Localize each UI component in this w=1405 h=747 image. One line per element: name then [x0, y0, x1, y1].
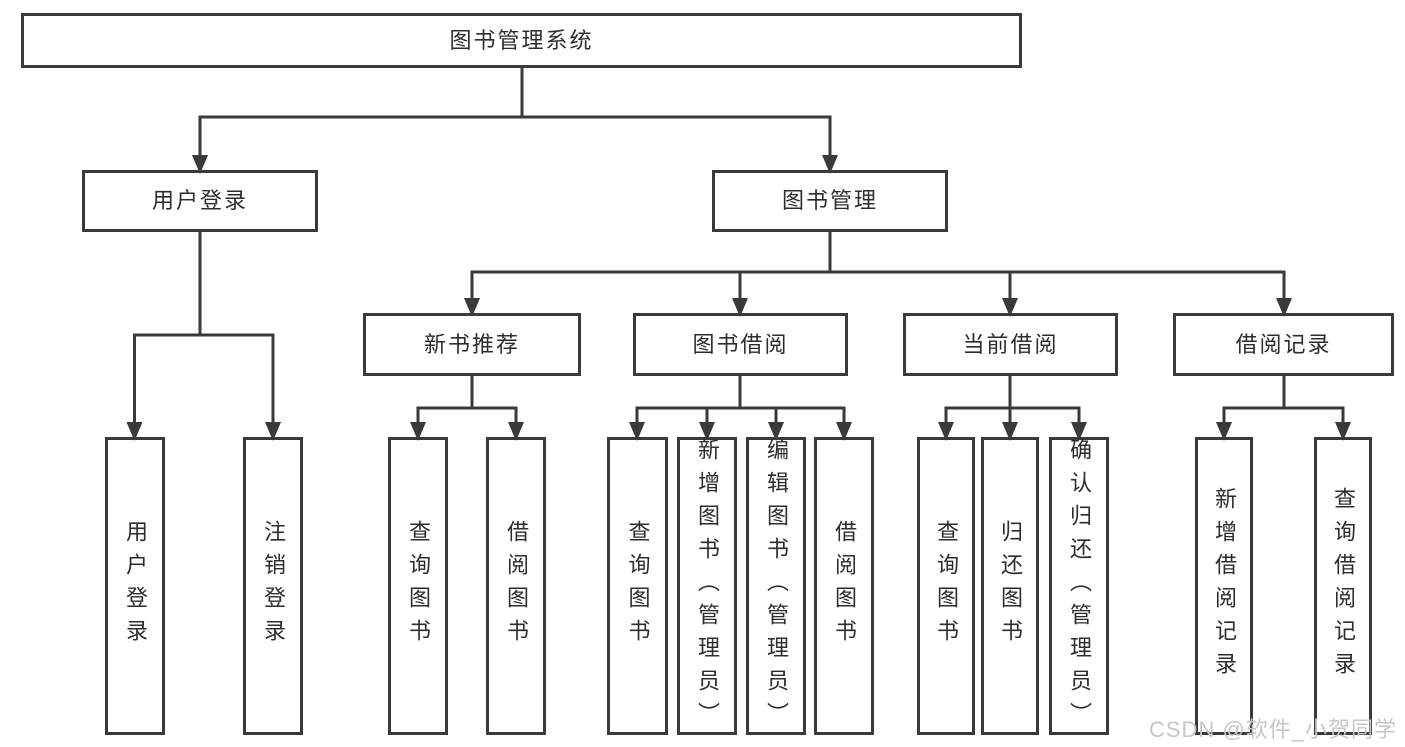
node-label: 图书管理: [781, 188, 878, 213]
leaf-borrow-books-borrowing: 借阅图书: [814, 437, 874, 735]
leaf-borrow-books-recommend: 借阅图书: [486, 437, 546, 735]
leaf-add-borrow-record: 新增借阅记录: [1195, 437, 1253, 735]
node-label: 借阅记录: [1235, 331, 1332, 357]
node-label: 查询图书: [625, 520, 651, 652]
node-borrowing-records: 借阅记录: [1173, 313, 1394, 376]
node-label: 图书借阅: [692, 331, 789, 357]
node-label: 新书推荐: [423, 331, 520, 357]
node-label: 编辑图书（管理员）: [764, 437, 789, 735]
leaf-add-books-admin: 新增图书（管理员）: [677, 437, 737, 735]
node-label: 查询借阅记录: [1331, 487, 1356, 685]
node-current-borrowing: 当前借阅: [903, 313, 1118, 376]
leaf-user-login: 用户登录: [105, 437, 165, 735]
node-label: 新增图书（管理员）: [695, 437, 720, 735]
node-new-book-recommendation: 新书推荐: [363, 313, 581, 376]
leaf-confirm-return-admin: 确认归还（管理员）: [1049, 437, 1109, 735]
leaf-query-books-current: 查询图书: [917, 437, 975, 735]
node-label: 查询图书: [934, 520, 959, 652]
node-book-borrowing: 图书借阅: [633, 313, 848, 376]
node-label: 归还图书: [998, 520, 1023, 652]
leaf-query-books-borrowing: 查询图书: [607, 437, 668, 735]
leaf-logout-login: 注销登录: [243, 437, 303, 735]
node-label: 借阅图书: [504, 520, 529, 652]
node-label: 用户登录: [123, 520, 148, 652]
node-label: 确认归还（管理员）: [1067, 437, 1092, 735]
node-label: 图书管理系统: [449, 27, 594, 53]
node-label: 借阅图书: [832, 520, 857, 652]
leaf-edit-books-admin: 编辑图书（管理员）: [746, 437, 806, 735]
node-label: 查询图书: [406, 520, 431, 652]
node-label: 用户登录: [151, 188, 248, 213]
node-book-management: 图书管理: [712, 170, 948, 232]
node-label: 当前借阅: [962, 331, 1059, 357]
leaf-query-borrow-record: 查询借阅记录: [1314, 437, 1372, 735]
node-user-login: 用户登录: [82, 170, 318, 232]
leaf-return-books: 归还图书: [981, 437, 1039, 735]
leaf-query-books-recommend: 查询图书: [388, 437, 448, 735]
node-library-management-system: 图书管理系统: [21, 13, 1022, 68]
node-label: 注销登录: [261, 520, 286, 652]
node-label: 新增借阅记录: [1212, 487, 1237, 685]
